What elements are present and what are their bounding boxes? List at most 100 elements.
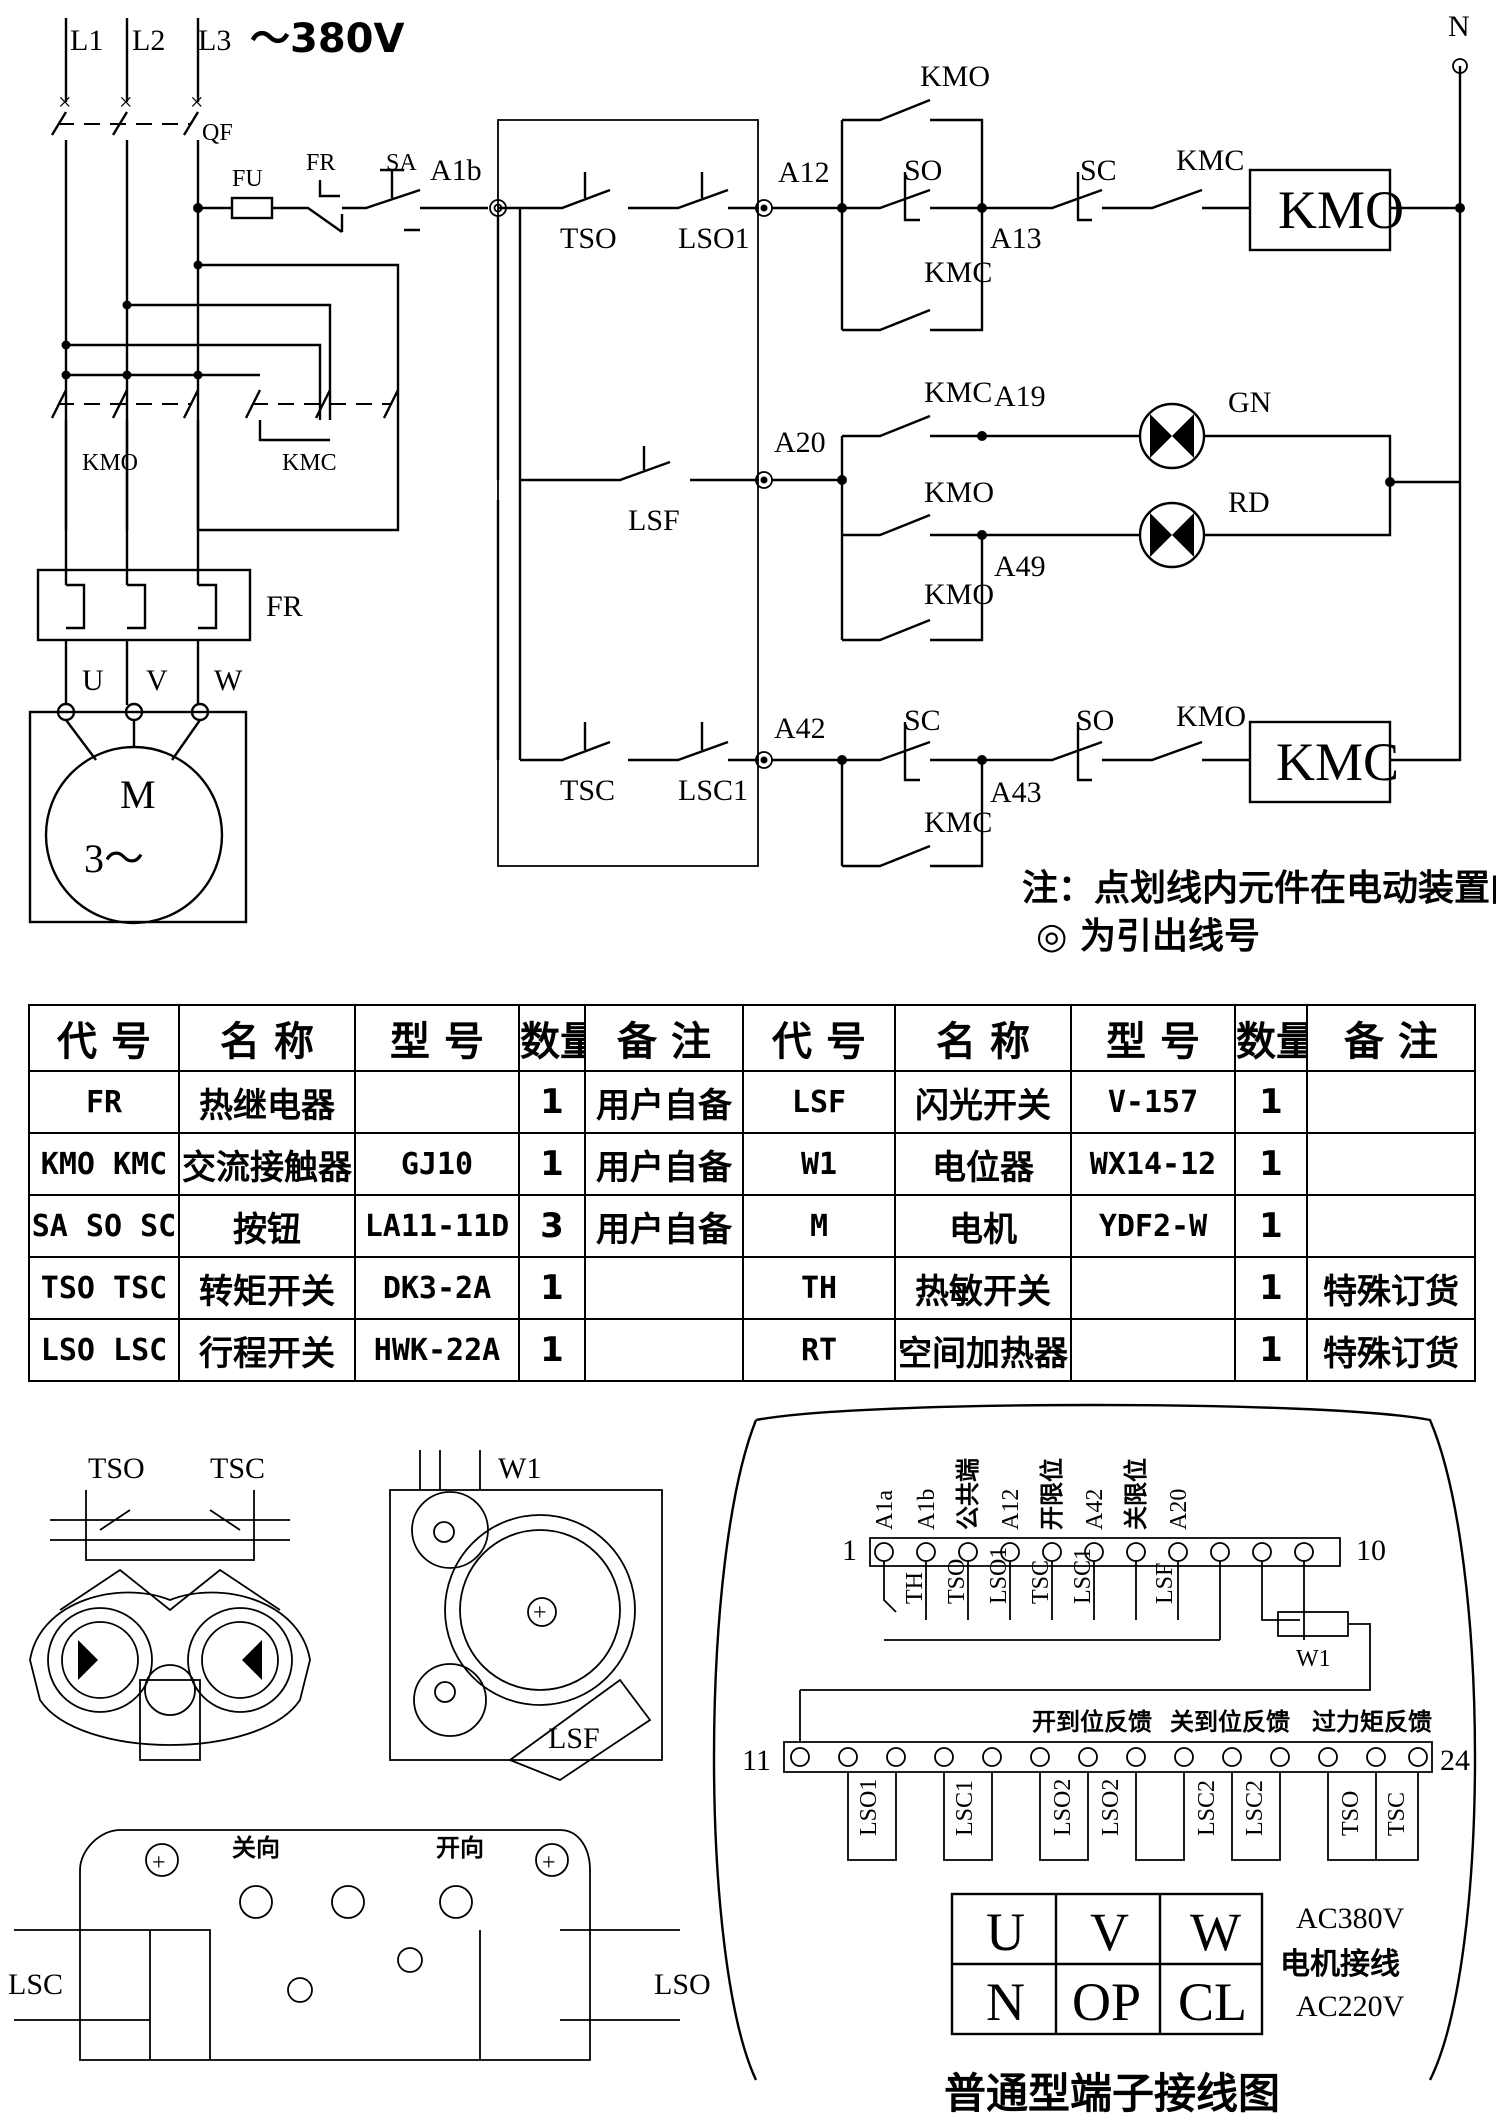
contact-kmc-interlock-label: KMC [1176,144,1244,177]
node-a20-label: A20 [774,426,826,459]
bom-cell [1306,1194,1476,1258]
bottom-switch-lsc2-a: LSC2 [1194,1780,1220,1836]
svg-text:+: + [152,1850,166,1876]
bom-cell: TH [742,1256,896,1320]
direction-close-label: 关向 [232,1834,280,1862]
bom-cell: V-157 [1070,1070,1236,1134]
top-label-a20: A20 [1166,1489,1192,1530]
bom-cell: 1 [518,1070,586,1134]
direction-open-label: 开向 [436,1834,484,1862]
bom-cell: 按钮 [178,1194,356,1258]
terminal-board: 1 10 A1a A1b 公共端 A12 开限位 A42 关限位 A20 TH … [712,1403,1477,2118]
bom-cell: 用户自备 [584,1194,744,1258]
bom-row: TSO TSC 转矩开关 DK3-2A 1 TH 热敏开关 1 特殊订货 [28,1256,1476,1320]
limit-lsc-label: LSC [8,1968,63,2001]
motor-terminal-u: U [82,664,104,697]
coil-kmc [1248,720,1392,804]
bom-cell: RT [742,1318,896,1382]
motor-terminal-w: W [214,664,243,697]
lamp-rd-label: RD [1228,486,1270,519]
contact-sc-close-label: SC [904,704,941,737]
terminal-enclosure [712,1403,1477,2081]
bottom-switch-lso1: LSO1 [856,1779,882,1836]
motor-m [44,745,224,925]
bom-cell: HWK-22A [354,1318,520,1382]
node-a42-label: A42 [774,712,826,745]
limit-switch-view: + + 关向 开向 LSC LSO [8,1829,711,2061]
bom-cell: 空间加热器 [894,1318,1072,1382]
bom-cell [354,1070,520,1134]
ac380-label: AC380V [1296,1902,1405,1935]
feedback-open-label: 开到位反馈 [1032,1708,1152,1736]
grid-w: W [1190,1902,1241,1962]
bom-cell: WX14-12 [1070,1132,1236,1196]
bom-header-model-2: 型 号 [1070,1004,1236,1072]
thermal-relay-fr-label: FR [266,590,303,623]
node-a19-label: A19 [994,380,1046,413]
motor-phase: 3～ [84,836,144,881]
node-a49-label: A49 [994,550,1046,583]
note-line-2: ◎ 为引出线号 [1036,916,1260,957]
supply-voltage-label: ～380V [250,16,404,62]
grid-u: U [986,1902,1025,1962]
phase-l3-label: L3 [198,24,231,57]
top-label-a12: A12 [998,1489,1024,1530]
bottom-switch-tso: TSO [1338,1791,1364,1836]
overload-fr-label: FR [306,150,335,176]
contact-kmc-hold-label: KMC [924,256,992,289]
bom-cell: DK3-2A [354,1256,520,1320]
node-a12-label: A12 [778,156,830,189]
node-a13-label: A13 [990,222,1042,255]
bom-cell: 1 [1234,1318,1308,1382]
bottom-switch-tsc: TSC [1384,1792,1410,1836]
bom-cell: 热继电器 [178,1070,356,1134]
bom-cell [1070,1256,1236,1320]
top-switch-lsc1: LSC1 [1070,1548,1096,1604]
fuse-fu [230,196,274,220]
bom-cell: 用户自备 [584,1132,744,1196]
bom-cell: YDF2-W [1070,1194,1236,1258]
torque-tso-label: TSO [88,1452,145,1485]
bom-cell: 特殊订货 [1306,1256,1476,1320]
bom-cell: 电位器 [894,1132,1072,1196]
motor-terminal-v: V [146,664,168,697]
top-label-open-limit: 开限位 [1038,1458,1066,1530]
bom-cell: 闪光开关 [894,1070,1072,1134]
contact-so-close-label: SO [1076,704,1114,737]
contact-kmo-hold-label: KMO [920,60,990,93]
potentiometer-view: W1 + LSF [389,1450,663,1782]
lamp-rd-icon [1138,501,1206,569]
button-sa-label: SA [386,150,417,176]
lamp-gn-label: GN [1228,386,1271,419]
contact-tso-label: TSO [560,222,617,255]
pot-w1-label: W1 [498,1452,541,1485]
motor-symbol: M [120,772,156,817]
bom-cell: LSO LSC [28,1318,180,1382]
top-switch-tsc: TSC [1028,1560,1054,1604]
bom-cell: 电机 [894,1194,1072,1258]
bom-header-qty-2: 数量 [1234,1004,1308,1072]
bom-cell: 交流接触器 [178,1132,356,1196]
board-pot-label: W1 [1296,1646,1331,1672]
bom-cell: 热敏开关 [894,1256,1072,1320]
terminal-board-title: 普通型端子接线图 [944,2069,1280,2118]
bom-row: LSO LSC 行程开关 HWK-22A 1 RT 空间加热器 1 特殊订货 [28,1318,1476,1382]
contact-so-label: SO [904,154,942,187]
torque-tsc-label: TSC [210,1452,265,1485]
terminal-24-label: 24 [1440,1744,1470,1777]
top-switch-th: TH [902,1572,928,1604]
supply-lines [64,18,200,102]
bom-cell [1070,1318,1236,1382]
pot-lsf-label: LSF [548,1722,600,1755]
svg-text:+: + [542,1850,556,1876]
bom-cell [584,1256,744,1320]
bom-cell: LA11-11D [354,1194,520,1258]
bom-cell: M [742,1194,896,1258]
neutral-n-label: N [1448,10,1470,43]
feedback-torque-label: 过力矩反馈 [1312,1708,1432,1736]
contact-kmo-a49-label: KMO [924,578,994,611]
bom-cell [1306,1070,1476,1134]
grid-v: V [1090,1902,1129,1962]
kmo-power-label: KMO [82,450,138,476]
